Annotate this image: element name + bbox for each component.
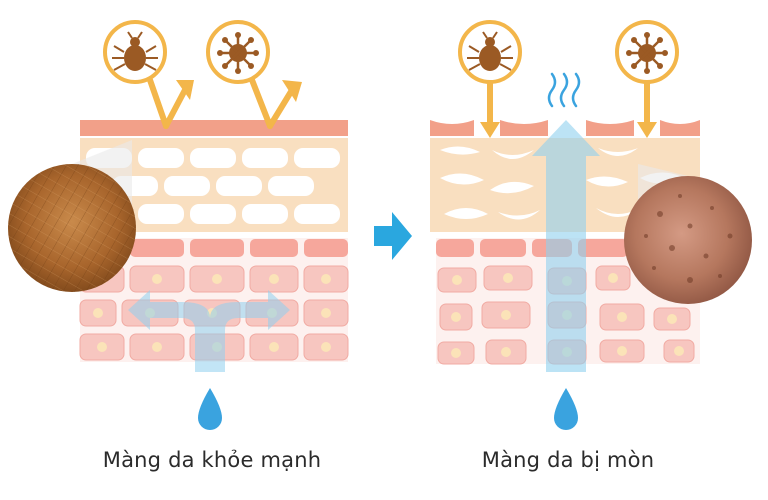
caption-healthy-skin: Màng da khỏe mạnh	[102, 448, 322, 472]
healthy-skin-panel	[8, 20, 349, 430]
caption-damaged-skin: Màng da bị mòn	[481, 448, 655, 472]
bounce-arrow-icon	[128, 290, 290, 372]
steam-icon	[547, 72, 581, 108]
healthy-surface-layer	[80, 120, 348, 136]
water-drop-icon	[198, 388, 222, 430]
germ-icon	[626, 32, 668, 74]
damaged-skin-panel	[430, 20, 752, 430]
skin-texture-damaged	[624, 164, 752, 304]
germ-badge-healthy	[206, 20, 302, 129]
germ-icon	[217, 32, 259, 74]
damaged-surface-layer	[430, 120, 700, 136]
skin-texture-healthy	[8, 140, 136, 292]
mite-badge-damaged	[458, 20, 522, 138]
right-arrow-icon	[374, 212, 412, 260]
mite-badge-healthy	[103, 20, 194, 129]
water-loss-arrow	[532, 120, 600, 372]
germ-badge-damaged	[615, 20, 679, 138]
mite-icon	[112, 31, 158, 71]
water-drop-icon	[554, 388, 578, 430]
mite-icon	[467, 31, 513, 71]
